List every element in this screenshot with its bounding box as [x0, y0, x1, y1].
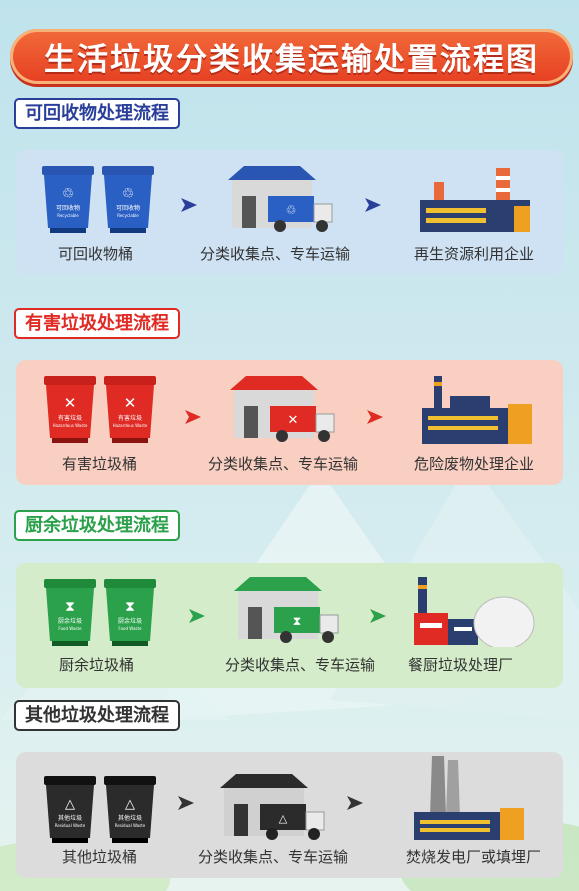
svg-text:Hazardous Waste: Hazardous Waste	[113, 423, 148, 428]
step-label: 分类收集点、专车运输	[208, 455, 359, 473]
flow-card-recyclable: ♲ 可回收物 Recyclable ♲ 可回收物 Recyclable ♲	[16, 150, 563, 275]
recycling-factory-icon	[420, 168, 530, 232]
incineration-plant-icon	[414, 756, 524, 840]
svg-text:厨余垃圾: 厨余垃圾	[118, 617, 142, 625]
step-label: 分类收集点、专车运输	[225, 656, 376, 674]
svg-text:可回收物: 可回收物	[116, 204, 140, 212]
svg-text:Recyclable: Recyclable	[117, 213, 139, 218]
svg-text:其他垃圾: 其他垃圾	[58, 814, 82, 822]
arrow-right-icon	[347, 796, 363, 810]
collection-point-truck-icon: ✕	[230, 376, 335, 442]
svg-text:厨余垃圾: 厨余垃圾	[58, 617, 82, 625]
residual-bins-icon: △ 其他垃圾 Residual Waste △ 其他垃圾 Residual Wa…	[44, 776, 156, 843]
arrow-right-icon	[181, 198, 197, 212]
arrow-right-icon	[370, 609, 386, 623]
step-label: 可回收物桶	[58, 245, 134, 263]
svg-text:有害垃圾: 有害垃圾	[118, 414, 142, 422]
svg-text:Residual Waste: Residual Waste	[55, 823, 86, 828]
flow-card-hazardous: ✕ 有害垃圾 Hazardous Waste ✕ 有害垃圾 Hazardous …	[16, 360, 563, 485]
svg-text:✕: ✕	[64, 394, 77, 412]
svg-text:有害垃圾: 有害垃圾	[58, 414, 82, 422]
svg-text:Hazardous Waste: Hazardous Waste	[53, 423, 88, 428]
collection-point-truck-icon: ♲	[228, 166, 333, 232]
step-label: 焚烧发电厂或填埋厂	[406, 848, 542, 866]
svg-text:♲: ♲	[122, 186, 135, 202]
food-waste-bins-icon: ⧗ 厨余垃圾 Food Waste ⧗ 厨余垃圾 Food Waste	[44, 579, 156, 646]
svg-text:⧗: ⧗	[293, 614, 301, 628]
step-label: 再生资源利用企业	[414, 245, 535, 263]
step-label: 厨余垃圾桶	[59, 656, 135, 674]
collection-point-truck-icon: ⧗	[234, 577, 339, 643]
collection-point-truck-icon: △	[220, 774, 325, 840]
svg-text:△: △	[65, 797, 75, 812]
step-label: 危险废物处理企业	[414, 455, 535, 473]
arrow-right-icon	[365, 198, 381, 212]
step-label: 有害垃圾桶	[62, 455, 138, 473]
arrow-right-icon	[367, 410, 383, 424]
svg-text:Food Waste: Food Waste	[58, 626, 82, 631]
svg-text:♲: ♲	[62, 186, 75, 202]
section-title-food-waste: 厨余垃圾处理流程	[14, 510, 180, 541]
svg-text:Residual Waste: Residual Waste	[115, 823, 146, 828]
flow-card-residual: △ 其他垃圾 Residual Waste △ 其他垃圾 Residual Wa…	[16, 752, 563, 878]
arrow-right-icon	[189, 609, 205, 623]
section-title-residual: 其他垃圾处理流程	[14, 700, 180, 731]
svg-text:✕: ✕	[124, 394, 137, 412]
svg-text:⧗: ⧗	[65, 599, 75, 615]
svg-text:Food Waste: Food Waste	[118, 626, 142, 631]
step-label: 分类收集点、专车运输	[200, 245, 351, 263]
svg-text:⧗: ⧗	[125, 599, 135, 615]
svg-text:可回收物: 可回收物	[56, 204, 80, 212]
section-title-recyclable: 可回收物处理流程	[14, 98, 180, 129]
step-label: 分类收集点、专车运输	[198, 848, 349, 866]
svg-text:♲: ♲	[286, 203, 297, 217]
arrow-right-icon	[178, 796, 194, 810]
food-waste-plant-icon	[414, 577, 535, 647]
svg-text:Recyclable: Recyclable	[57, 213, 79, 218]
recyclable-bins-icon: ♲ 可回收物 Recyclable ♲ 可回收物 Recyclable	[42, 166, 154, 233]
flow-card-food-waste: ⧗ 厨余垃圾 Food Waste ⧗ 厨余垃圾 Food Waste ⧗ 厨余…	[16, 563, 563, 688]
arrow-right-icon	[185, 410, 201, 424]
hazardous-bins-icon: ✕ 有害垃圾 Hazardous Waste ✕ 有害垃圾 Hazardous …	[44, 376, 156, 443]
hazardous-waste-plant-icon	[422, 376, 532, 444]
step-label: 餐厨垃圾处理厂	[408, 656, 514, 674]
svg-text:△: △	[279, 812, 288, 825]
svg-text:✕: ✕	[288, 413, 299, 428]
page-title: 生活垃圾分类收集运输处置流程图	[44, 42, 539, 78]
svg-text:其他垃圾: 其他垃圾	[118, 814, 142, 822]
page-title-banner: 生活垃圾分类收集运输处置流程图	[10, 29, 573, 84]
section-title-hazardous: 有害垃圾处理流程	[14, 308, 180, 339]
step-label: 其他垃圾桶	[62, 848, 138, 866]
svg-text:△: △	[125, 797, 135, 812]
